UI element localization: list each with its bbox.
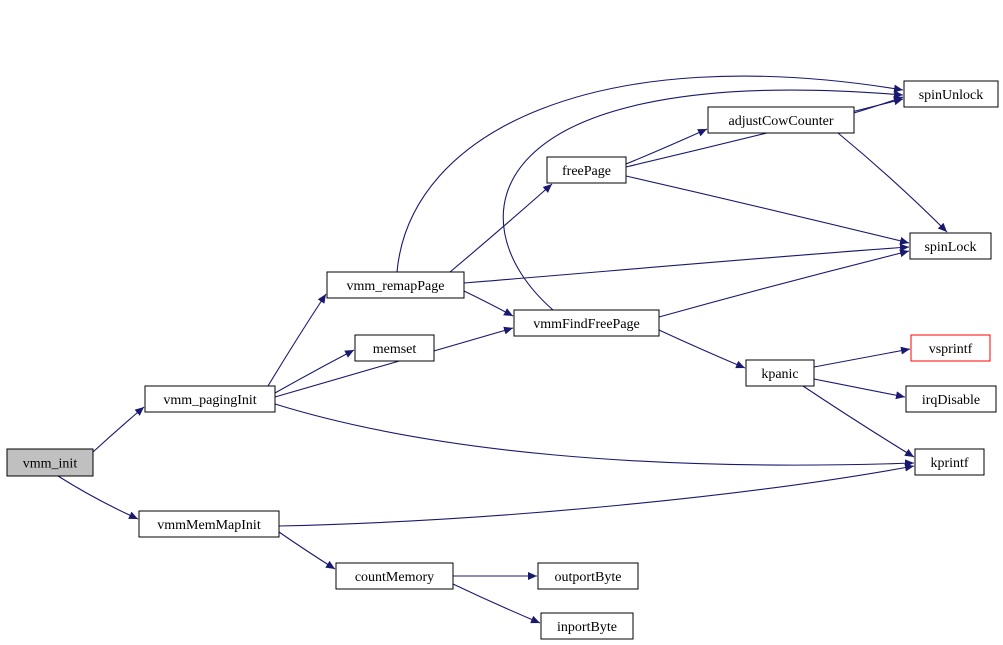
graph-node-box-irqDisable[interactable] bbox=[905, 385, 997, 413]
call-edge-adjustCowCounter-to-spinLock bbox=[837, 132, 948, 233]
call-edge-freePage-to-spinLock bbox=[625, 175, 910, 245]
graph-node-box-spinUnlock[interactable] bbox=[903, 80, 999, 108]
graph-node-label-spinLock: spinLock bbox=[924, 240, 976, 255]
call-edge-vmmMemMapInit-to-kprintf bbox=[278, 463, 915, 527]
graph-node-spinLock[interactable]: spinLock bbox=[909, 232, 992, 260]
call-edge-kpanic-to-kprintf bbox=[802, 385, 915, 458]
graph-node-label-outportByte: outportByte bbox=[555, 570, 622, 585]
graph-node-countMemory[interactable]: countMemory bbox=[335, 562, 454, 590]
graph-node-vmmFindFreePage[interactable]: vmmFindFreePage bbox=[513, 309, 660, 337]
graph-node-box-kprintf[interactable] bbox=[914, 448, 985, 476]
graph-node-label-countMemory: countMemory bbox=[355, 570, 434, 585]
call-edge-vmm_pagingInit-to-memset bbox=[274, 349, 355, 394]
graph-node-freePage[interactable]: freePage bbox=[546, 156, 627, 184]
graph-node-label-vmmMemMapInit: vmmMemMapInit bbox=[157, 518, 261, 533]
graph-node-box-freePage[interactable] bbox=[546, 156, 627, 184]
call-edge-vmmFindFreePage-to-spinLock bbox=[658, 249, 910, 318]
graph-node-vmm_pagingInit[interactable]: vmm_pagingInit bbox=[144, 385, 276, 413]
call-edge-adjustCowCounter-to-spinUnlock bbox=[853, 96, 904, 114]
call-edge-freePage-to-adjustCowCounter bbox=[625, 128, 708, 165]
graph-node-vsprintf[interactable]: vsprintf bbox=[910, 334, 991, 362]
graph-node-box-vmmFindFreePage[interactable] bbox=[513, 309, 660, 337]
graph-node-label-irqDisable: irqDisable bbox=[922, 393, 980, 408]
graph-node-label-vsprintf: vsprintf bbox=[929, 342, 973, 357]
graph-node-label-kprintf: kprintf bbox=[930, 456, 968, 471]
call-edge-vmm_remapPage-to-freePage bbox=[449, 183, 553, 273]
graph-node-outportByte[interactable]: outportByte bbox=[537, 562, 639, 590]
graph-node-box-vsprintf[interactable] bbox=[910, 334, 991, 362]
call-edge-vmmMemMapInit-to-countMemory bbox=[278, 531, 336, 570]
graph-node-box-inportByte[interactable] bbox=[540, 612, 634, 640]
graph-node-box-vmmMemMapInit[interactable] bbox=[138, 510, 280, 538]
graph-node-vmmMemMapInit[interactable]: vmmMemMapInit bbox=[138, 510, 280, 538]
call-edge-vmmFindFreePage-to-spinUnlock bbox=[502, 89, 904, 311]
graph-node-box-countMemory[interactable] bbox=[335, 562, 454, 590]
call-edge-vmm_pagingInit-to-vmm_remapPage bbox=[267, 293, 327, 387]
graph-node-label-vmm_pagingInit: vmm_pagingInit bbox=[163, 393, 256, 408]
graph-node-adjustCowCounter[interactable]: adjustCowCounter bbox=[707, 106, 855, 134]
graph-node-label-freePage: freePage bbox=[562, 164, 611, 179]
call-edge-countMemory-to-inportByte bbox=[452, 583, 541, 624]
graph-node-box-spinLock[interactable] bbox=[909, 232, 992, 260]
graph-node-box-vmm_init bbox=[6, 448, 94, 477]
graph-node-label-vmmFindFreePage: vmmFindFreePage bbox=[533, 317, 640, 332]
graph-node-irqDisable[interactable]: irqDisable bbox=[905, 385, 997, 413]
call-edge-vmm_pagingInit-to-kprintf bbox=[274, 403, 915, 468]
graph-node-box-adjustCowCounter[interactable] bbox=[707, 106, 855, 134]
graph-node-label-vmm_remapPage: vmm_remapPage bbox=[347, 279, 445, 294]
graph-node-label-memset: memset bbox=[373, 342, 417, 357]
call-edge-vmm_init-to-vmmMemMapInit bbox=[57, 475, 139, 520]
call-edge-vmm_remapPage-to-spinLock bbox=[463, 243, 910, 284]
graph-node-inportByte[interactable]: inportByte bbox=[540, 612, 634, 640]
graph-node-box-vmm_remapPage[interactable] bbox=[326, 271, 465, 299]
graph-node-spinUnlock[interactable]: spinUnlock bbox=[903, 80, 999, 108]
call-edge-vmm_init-to-vmm_pagingInit bbox=[92, 406, 145, 453]
graph-node-kpanic[interactable]: kpanic bbox=[745, 359, 815, 387]
call-edge-vmm_pagingInit-to-vmmFindFreePage bbox=[274, 326, 514, 398]
graph-node-label-inportByte: inportByte bbox=[557, 620, 617, 635]
graph-node-memset[interactable]: memset bbox=[354, 334, 435, 362]
call-edge-vmm_remapPage-to-vmmFindFreePage bbox=[463, 290, 514, 317]
call-edge-kpanic-to-irqDisable bbox=[813, 378, 906, 400]
graph-node-label-spinUnlock: spinUnlock bbox=[919, 88, 984, 103]
call-edge-kpanic-to-vsprintf bbox=[813, 346, 911, 368]
call-edge-vmmFindFreePage-to-kpanic bbox=[658, 329, 746, 369]
graph-node-box-outportByte[interactable] bbox=[537, 562, 639, 590]
graph-node-label-kpanic: kpanic bbox=[761, 367, 798, 382]
graph-node-box-kpanic[interactable] bbox=[745, 359, 815, 387]
call-edge-vmm_remapPage-to-spinUnlock bbox=[396, 75, 904, 273]
graph-node-kprintf[interactable]: kprintf bbox=[914, 448, 985, 476]
edges-layer bbox=[57, 75, 948, 624]
nodes-layer: vmm_init vmm_pagingInit vmmMemMapInit memse… bbox=[6, 80, 999, 640]
graph-node-vmm_init: vmm_init bbox=[6, 448, 94, 477]
graph-node-label-vmm_init: vmm_init bbox=[23, 457, 78, 472]
graph-node-vmm_remapPage[interactable]: vmm_remapPage bbox=[326, 271, 465, 299]
graph-node-box-vmm_pagingInit[interactable] bbox=[144, 385, 276, 413]
graph-node-label-adjustCowCounter: adjustCowCounter bbox=[729, 114, 834, 129]
graph-node-box-memset[interactable] bbox=[354, 334, 435, 362]
